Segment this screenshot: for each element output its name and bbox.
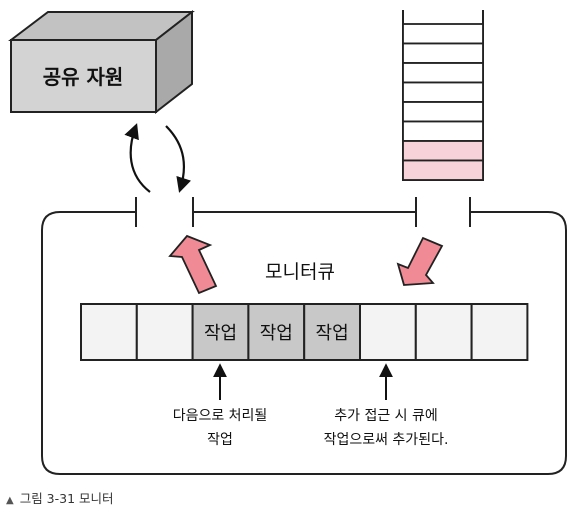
caption-triangle-icon: ▲ bbox=[6, 495, 14, 506]
stack-slot bbox=[402, 23, 484, 45]
queue-cell bbox=[470, 303, 529, 361]
shared-resource-label: 공유 자원 bbox=[43, 65, 124, 89]
access-arrow bbox=[165, 125, 192, 193]
queue-cell bbox=[359, 303, 417, 361]
queue-cell bbox=[135, 303, 194, 361]
shared-resource-box: 공유 자원 bbox=[8, 9, 195, 115]
monitor-queue-label: 모니터큐 bbox=[265, 261, 335, 283]
stack-slot bbox=[402, 42, 484, 64]
stack-slot bbox=[402, 140, 484, 162]
figure-caption: ▲ 그림 3-31 모니터 bbox=[6, 488, 114, 507]
queue-cell-label: 작업 bbox=[316, 323, 349, 344]
add-note-line2: 작업으로써 추가된다. bbox=[324, 432, 449, 448]
caption-text: 그림 3-31 모니터 bbox=[19, 491, 114, 506]
monitor-boundary bbox=[41, 197, 567, 475]
stack-slot bbox=[402, 120, 484, 142]
box-front-face bbox=[10, 39, 157, 113]
stack-slot bbox=[402, 81, 484, 103]
waiting-stack bbox=[402, 10, 484, 181]
next-note-line2: 작업 bbox=[207, 432, 233, 448]
stack-slot bbox=[402, 101, 484, 123]
return-arrow bbox=[124, 123, 151, 193]
queue-cell bbox=[80, 303, 138, 361]
monitor-queue: 작업 작업 작업 bbox=[80, 303, 529, 361]
stack-slot bbox=[402, 159, 484, 181]
add-note-line1: 추가 접근 시 큐에 bbox=[334, 408, 438, 424]
enter-arrow bbox=[396, 236, 444, 286]
stack-slot bbox=[402, 62, 484, 84]
exit-arrow bbox=[168, 234, 218, 295]
queue-cell-label: 작업 bbox=[260, 323, 293, 344]
queue-cell-label: 작업 bbox=[204, 323, 237, 344]
next-note-line1: 다음으로 처리될 bbox=[173, 408, 268, 424]
queue-cell bbox=[414, 303, 473, 361]
